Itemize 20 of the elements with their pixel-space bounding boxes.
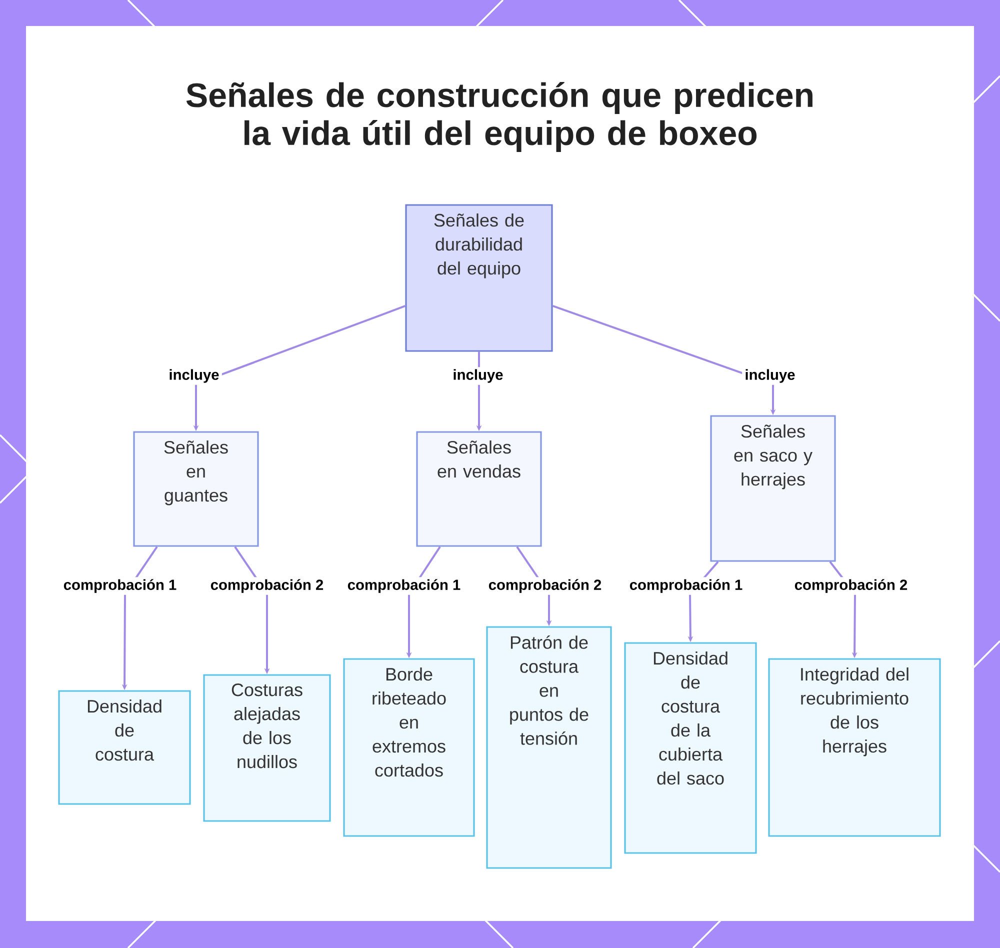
category-box: Señales en guantes (133, 431, 259, 547)
edge-label: comprobación 1 (344, 577, 464, 595)
edge-label: incluye (742, 367, 798, 385)
edge-label: incluye (450, 367, 506, 385)
leaf-box: Densidad de costura (58, 690, 191, 805)
leaf-box: Integridad del recubrimiento de los herrajes (768, 658, 941, 837)
leaf-box: Costuras alejadas de los nudillos (203, 674, 331, 822)
leaf-box: Borde ribeteado en extremos cortados (343, 658, 475, 837)
edge-label: comprobación 1 (60, 577, 180, 595)
edge-label: comprobación 1 (626, 577, 746, 595)
title: Señales de construcción que predicen la vida útil del equipo de boxeo (186, 82, 812, 152)
root-box: Señales de durabilidad del equipo (405, 204, 553, 352)
leaf-box: Densidad de costura de la cubierta del saco (624, 642, 757, 854)
category-box: Señales en vendas (416, 431, 542, 547)
leaf-box: Patrón de costura en puntos de tensión (486, 626, 612, 869)
category-box: Señales en saco y herrajes (710, 415, 836, 562)
edge-label: comprobación 2 (792, 577, 910, 595)
edge-label: comprobación 2 (208, 577, 326, 595)
edge-label: comprobación 2 (486, 577, 604, 595)
edge-label: incluye (166, 367, 222, 385)
